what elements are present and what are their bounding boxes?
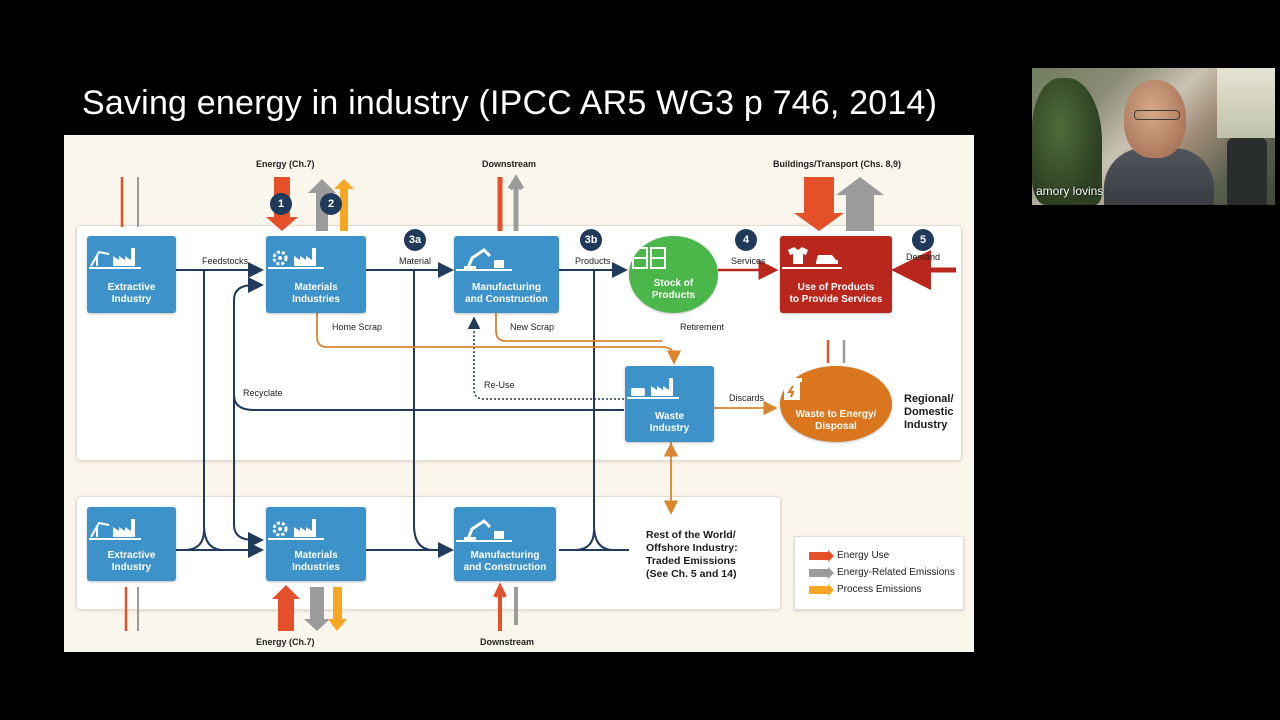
webcam-tile[interactable]: amory lovins <box>1032 68 1275 205</box>
node-label: Materials Industries <box>292 550 340 573</box>
flow-label-services: Services <box>731 256 766 266</box>
flow-label-recyclate: Recyclate <box>243 388 283 398</box>
flow-label-reuse: Re-Use <box>484 380 515 390</box>
legend-label: Process Emissions <box>837 584 922 595</box>
regional-domestic-industry-label: Regional/ Domestic Industry <box>904 393 954 431</box>
background-chair <box>1227 138 1267 205</box>
label-buildings-transport: Buildings/Transport (Chs. 8,9) <box>773 159 902 169</box>
node-waste-industry: Waste Industry <box>625 366 714 442</box>
flow-label-products: Products <box>575 256 611 266</box>
rest-of-world-region <box>76 496 781 610</box>
legend: Energy Use Energy-Related Emissions Proc… <box>794 536 964 610</box>
flow-label-retirement: Retirement <box>680 322 725 332</box>
node-extractive-industry-bottom: Extractive Industry <box>87 507 176 581</box>
node-label: Stock of Products <box>651 277 696 301</box>
step-5-marker: 5 <box>912 229 934 251</box>
step-3a-marker: 3a <box>404 229 426 251</box>
step-3b-marker: 3b <box>580 229 602 251</box>
flow-label-demand: Demand <box>906 252 941 262</box>
flow-label-feedstocks: Feedstocks <box>202 256 249 266</box>
node-label: Use of Products to Provide Services <box>789 282 883 305</box>
label-energy-bottom: Energy (Ch.7) <box>256 637 315 647</box>
label-downstream-top: Downstream <box>482 159 537 169</box>
node-label: Waste to Energy/ Disposal <box>795 409 877 432</box>
flow-label-home-scrap: Home Scrap <box>332 322 383 332</box>
node-label: Waste Industry <box>649 411 690 434</box>
label-downstream-bottom: Downstream <box>480 637 535 647</box>
industry-flow-diagram: Energy (Ch.7) Downstream Buildings/Trans… <box>64 135 974 652</box>
legend-process-emissions: Process Emissions <box>809 583 922 596</box>
background-plant <box>1032 78 1102 205</box>
legend-swatch <box>809 566 834 579</box>
legend-label: Energy-Related Emissions <box>837 567 955 578</box>
slide-title: Saving energy in industry (IPCC AR5 WG3 … <box>82 84 938 122</box>
node-label: Materials Industries <box>292 282 340 305</box>
legend-swatch <box>809 583 834 596</box>
flow-lines <box>120 174 956 631</box>
node-label: Manufacturing and Construction <box>463 550 547 573</box>
legend-swatch <box>809 549 834 562</box>
node-manufacturing-top: Manufacturing and Construction <box>454 236 559 313</box>
node-extractive-industry-top: Extractive Industry <box>87 236 176 313</box>
flow-label-new-scrap: New Scrap <box>510 322 555 332</box>
legend-energy-emissions: Energy-Related Emissions <box>809 566 955 579</box>
participant-glasses <box>1134 110 1180 120</box>
background-window <box>1217 68 1275 138</box>
node-label: Manufacturing and Construction <box>465 282 548 305</box>
participant-name: amory lovins <box>1036 184 1104 198</box>
node-use-of-products: Use of Products to Provide Services <box>780 236 892 313</box>
node-stock-of-products: Stock of Products <box>629 236 718 313</box>
flow-label-discards: Discards <box>729 393 765 403</box>
node-label: Extractive Industry <box>107 550 156 573</box>
label-energy-top: Energy (Ch.7) <box>256 159 315 169</box>
node-label: Extractive Industry <box>107 282 156 305</box>
legend-label: Energy Use <box>837 550 890 561</box>
step-1-marker: 1 <box>270 193 292 215</box>
step-2-marker: 2 <box>320 193 342 215</box>
rest-of-world-label: Rest of the World/ Offshore Industry: Tr… <box>646 529 738 580</box>
node-materials-industries-bottom: Materials Industries <box>266 507 366 581</box>
node-materials-industries-top: Materials Industries <box>266 236 366 313</box>
node-manufacturing-bottom: Manufacturing and Construction <box>454 507 556 581</box>
flow-label-material: Material <box>399 256 432 266</box>
legend-energy-use: Energy Use <box>809 549 890 562</box>
node-waste-to-energy: Waste to Energy/ Disposal <box>780 366 892 442</box>
step-4-marker: 4 <box>735 229 757 251</box>
